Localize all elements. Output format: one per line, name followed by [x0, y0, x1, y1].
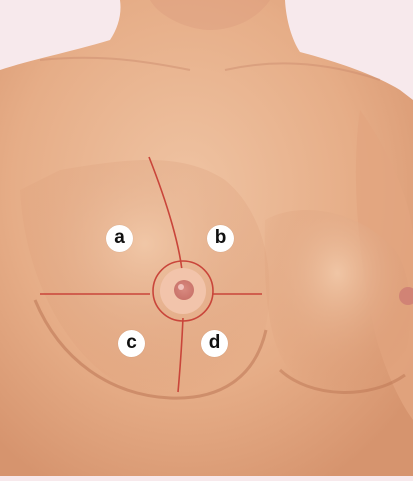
- quadrant-label-b: b: [207, 225, 234, 252]
- quadrant-label-d: d: [201, 330, 228, 357]
- nipple: [174, 280, 194, 300]
- quadrant-label-c: c: [118, 330, 145, 357]
- quadrant-label-a: a: [106, 225, 133, 252]
- nipple-highlight: [178, 284, 184, 290]
